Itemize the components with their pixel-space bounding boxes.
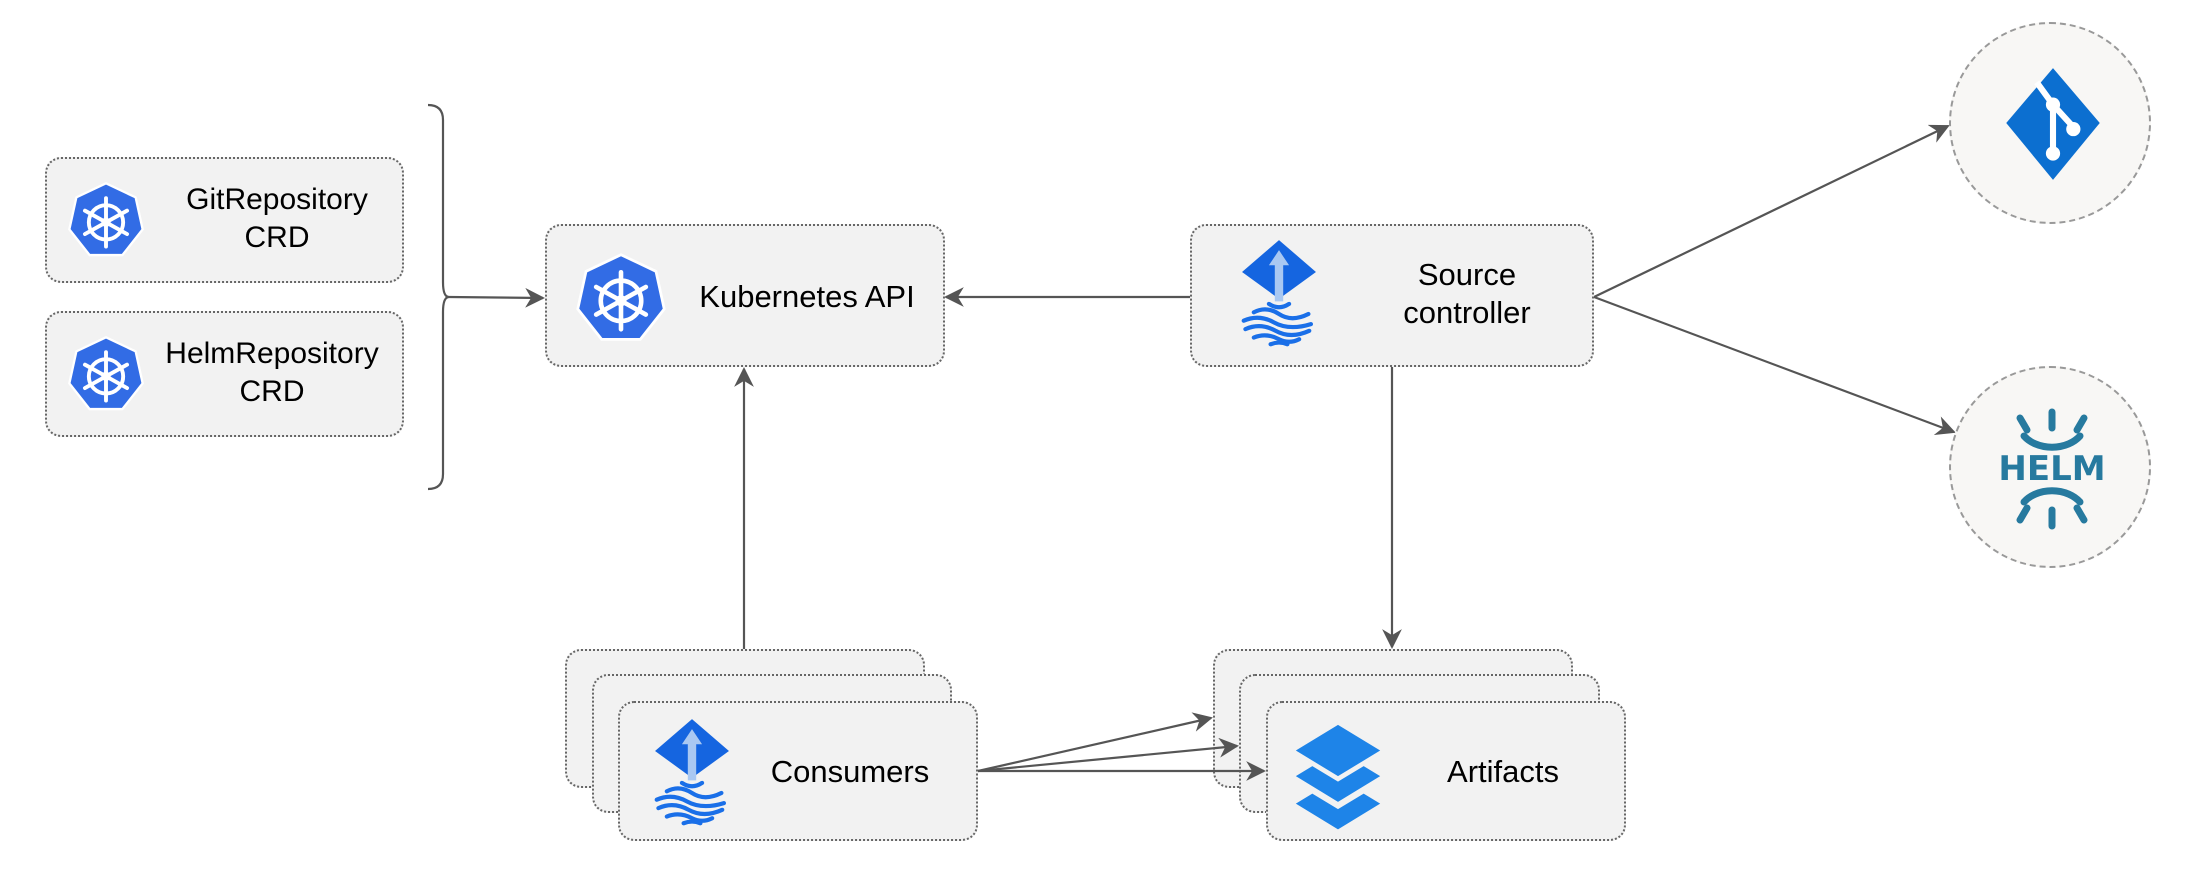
git-repository-crd-node[interactable]: GitRepository CRD <box>45 157 404 283</box>
git-icon <box>2006 68 2100 180</box>
helm-icon: HELM <box>1998 408 2106 530</box>
git-node[interactable] <box>1949 22 2151 224</box>
edge-consumers-to-artifact-2 <box>977 737 1239 773</box>
consumers-node[interactable]: Consumers <box>618 701 978 841</box>
kubernetes-api-label: Kubernetes API <box>699 279 915 314</box>
git-crd-label-line2: CRD <box>244 221 310 254</box>
artifacts-node[interactable]: Artifacts <box>1266 701 1626 841</box>
helm-repository-crd-node[interactable]: HelmRepository CRD <box>45 311 404 437</box>
kubernetes-api-node[interactable]: Kubernetes API <box>545 224 945 367</box>
consumers-label: Consumers <box>770 754 930 789</box>
edge-source-to-git <box>1593 124 1950 298</box>
source-controller-label-line1: Source <box>1417 257 1517 292</box>
helm-node[interactable]: HELM <box>1949 366 2151 568</box>
helm-crd-label-line2: CRD <box>239 375 305 408</box>
source-controller-node[interactable]: Source controller <box>1190 224 1594 367</box>
helm-logo-text: HELM <box>1998 449 2105 489</box>
source-controller-label-line2: controller <box>1403 295 1531 330</box>
git-crd-label-line1: GitRepository <box>186 183 368 216</box>
edge-consumers-to-artifact-1 <box>977 712 1213 773</box>
edge-crds-to-api <box>448 287 545 308</box>
edge-source-to-helm <box>1593 295 1956 436</box>
helm-crd-label-line1: HelmRepository <box>165 337 379 370</box>
artifacts-label: Artifacts <box>1447 754 1559 789</box>
